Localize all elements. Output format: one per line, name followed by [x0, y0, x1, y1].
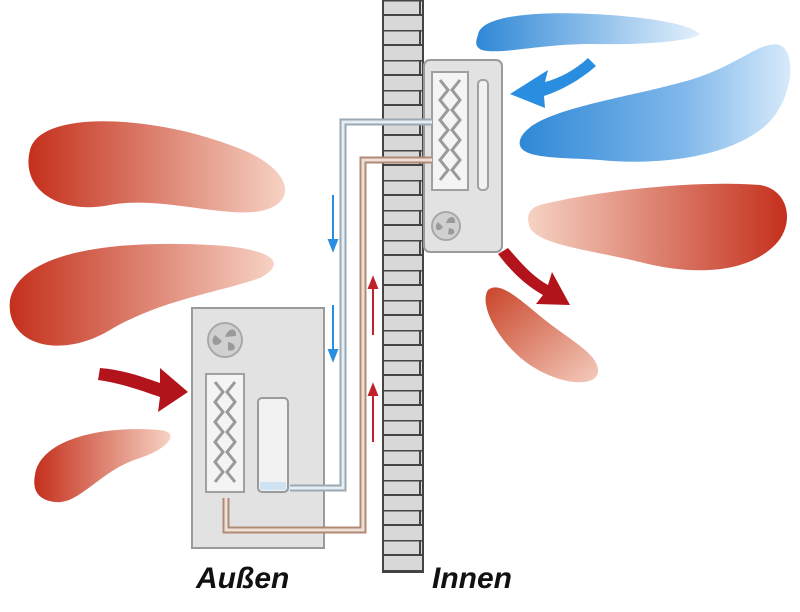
outdoor-tank [257, 397, 289, 493]
arrow-warm-out-icon [498, 248, 570, 305]
arrow-cool-in-icon [510, 58, 596, 108]
warm-air-blob-1 [28, 121, 286, 213]
coil-icon [205, 373, 245, 493]
outside-label: Außen [196, 562, 290, 595]
wall [382, 0, 424, 573]
cool-air-blob-2 [519, 44, 791, 162]
cool-air-blob-1 [476, 13, 700, 52]
inside-label: Innen [432, 562, 512, 595]
fan-icon [207, 322, 243, 358]
fan-icon [431, 211, 461, 241]
warm-air-blob-4 [528, 183, 787, 271]
flow-arrow-down [327, 195, 339, 363]
arrow-warm-in-icon [98, 368, 188, 412]
flow-arrow-up [367, 275, 379, 442]
warm-air-blob-3 [34, 429, 171, 503]
indoor-filter [477, 79, 489, 191]
warm-air-blob-2 [9, 243, 274, 346]
warm-air-blob-5 [485, 287, 599, 383]
coil-icon [431, 71, 469, 191]
